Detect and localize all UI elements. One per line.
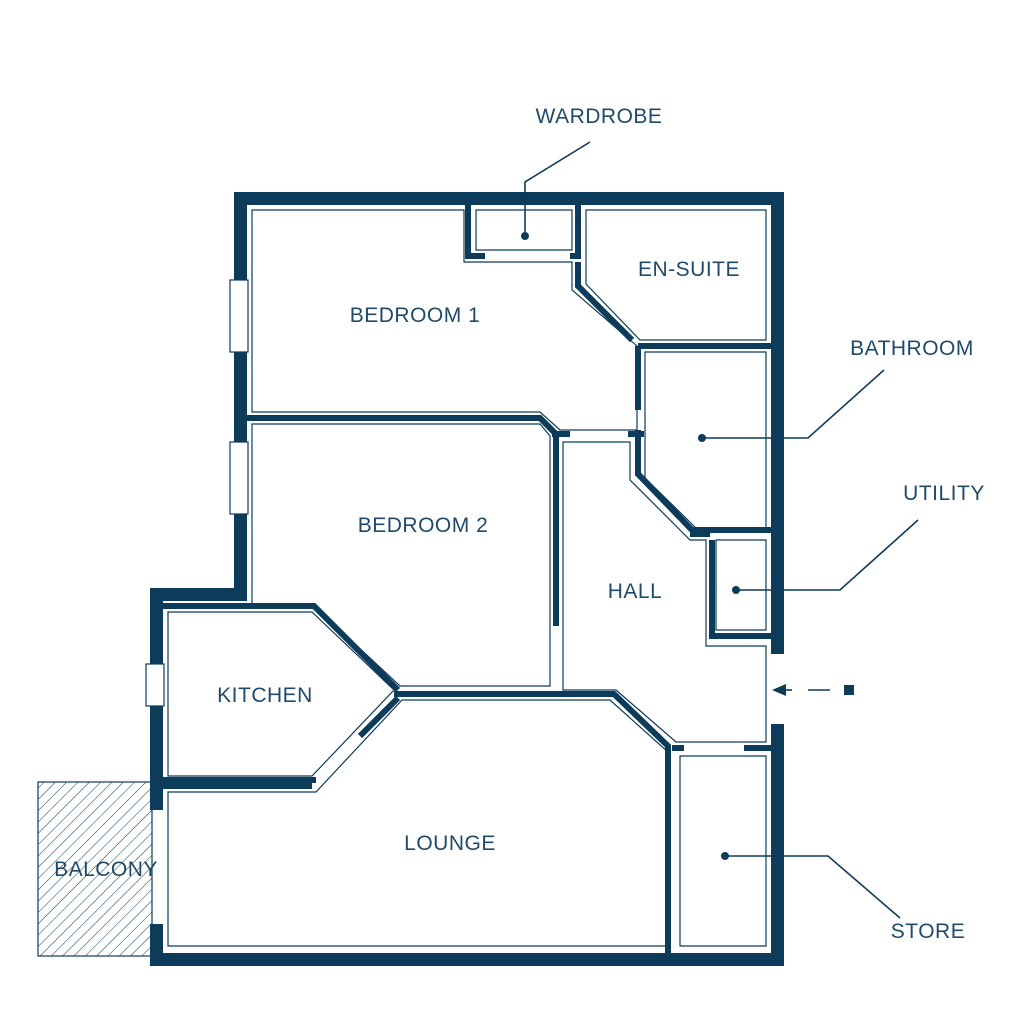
entrance-arrow-icon <box>772 684 854 696</box>
store-dot <box>721 852 729 860</box>
wardrobe-leader <box>524 141 591 236</box>
utility-label: UTILITY <box>903 482 985 505</box>
utility-dot <box>732 586 740 594</box>
en-suite-label: EN-SUITE <box>638 258 740 281</box>
balcony-area <box>37 781 153 957</box>
bathroom-label: BATHROOM <box>850 337 974 360</box>
store-label: STORE <box>891 920 965 943</box>
wardrobe-label: WARDROBE <box>536 105 663 128</box>
hall-label: HALL <box>608 580 663 603</box>
window-kitchen <box>145 663 165 707</box>
window-bedroom-2 <box>229 441 249 515</box>
window-bedroom-1 <box>229 279 249 353</box>
windows <box>145 279 249 707</box>
balcony-label: BALCONY <box>54 858 158 881</box>
interior-walls <box>163 205 771 953</box>
bathroom-leader <box>702 369 885 439</box>
bedroom-1-label: BEDROOM 1 <box>350 304 481 327</box>
kitchen-label: KITCHEN <box>217 684 313 707</box>
wardrobe-dot <box>521 232 529 240</box>
bedroom-2-label: BEDROOM 2 <box>358 514 489 537</box>
store-leader <box>725 855 901 919</box>
utility-leader <box>736 519 919 591</box>
lounge-label: LOUNGE <box>404 832 496 855</box>
label-leaders <box>521 141 919 919</box>
bathroom-dot <box>698 434 706 442</box>
